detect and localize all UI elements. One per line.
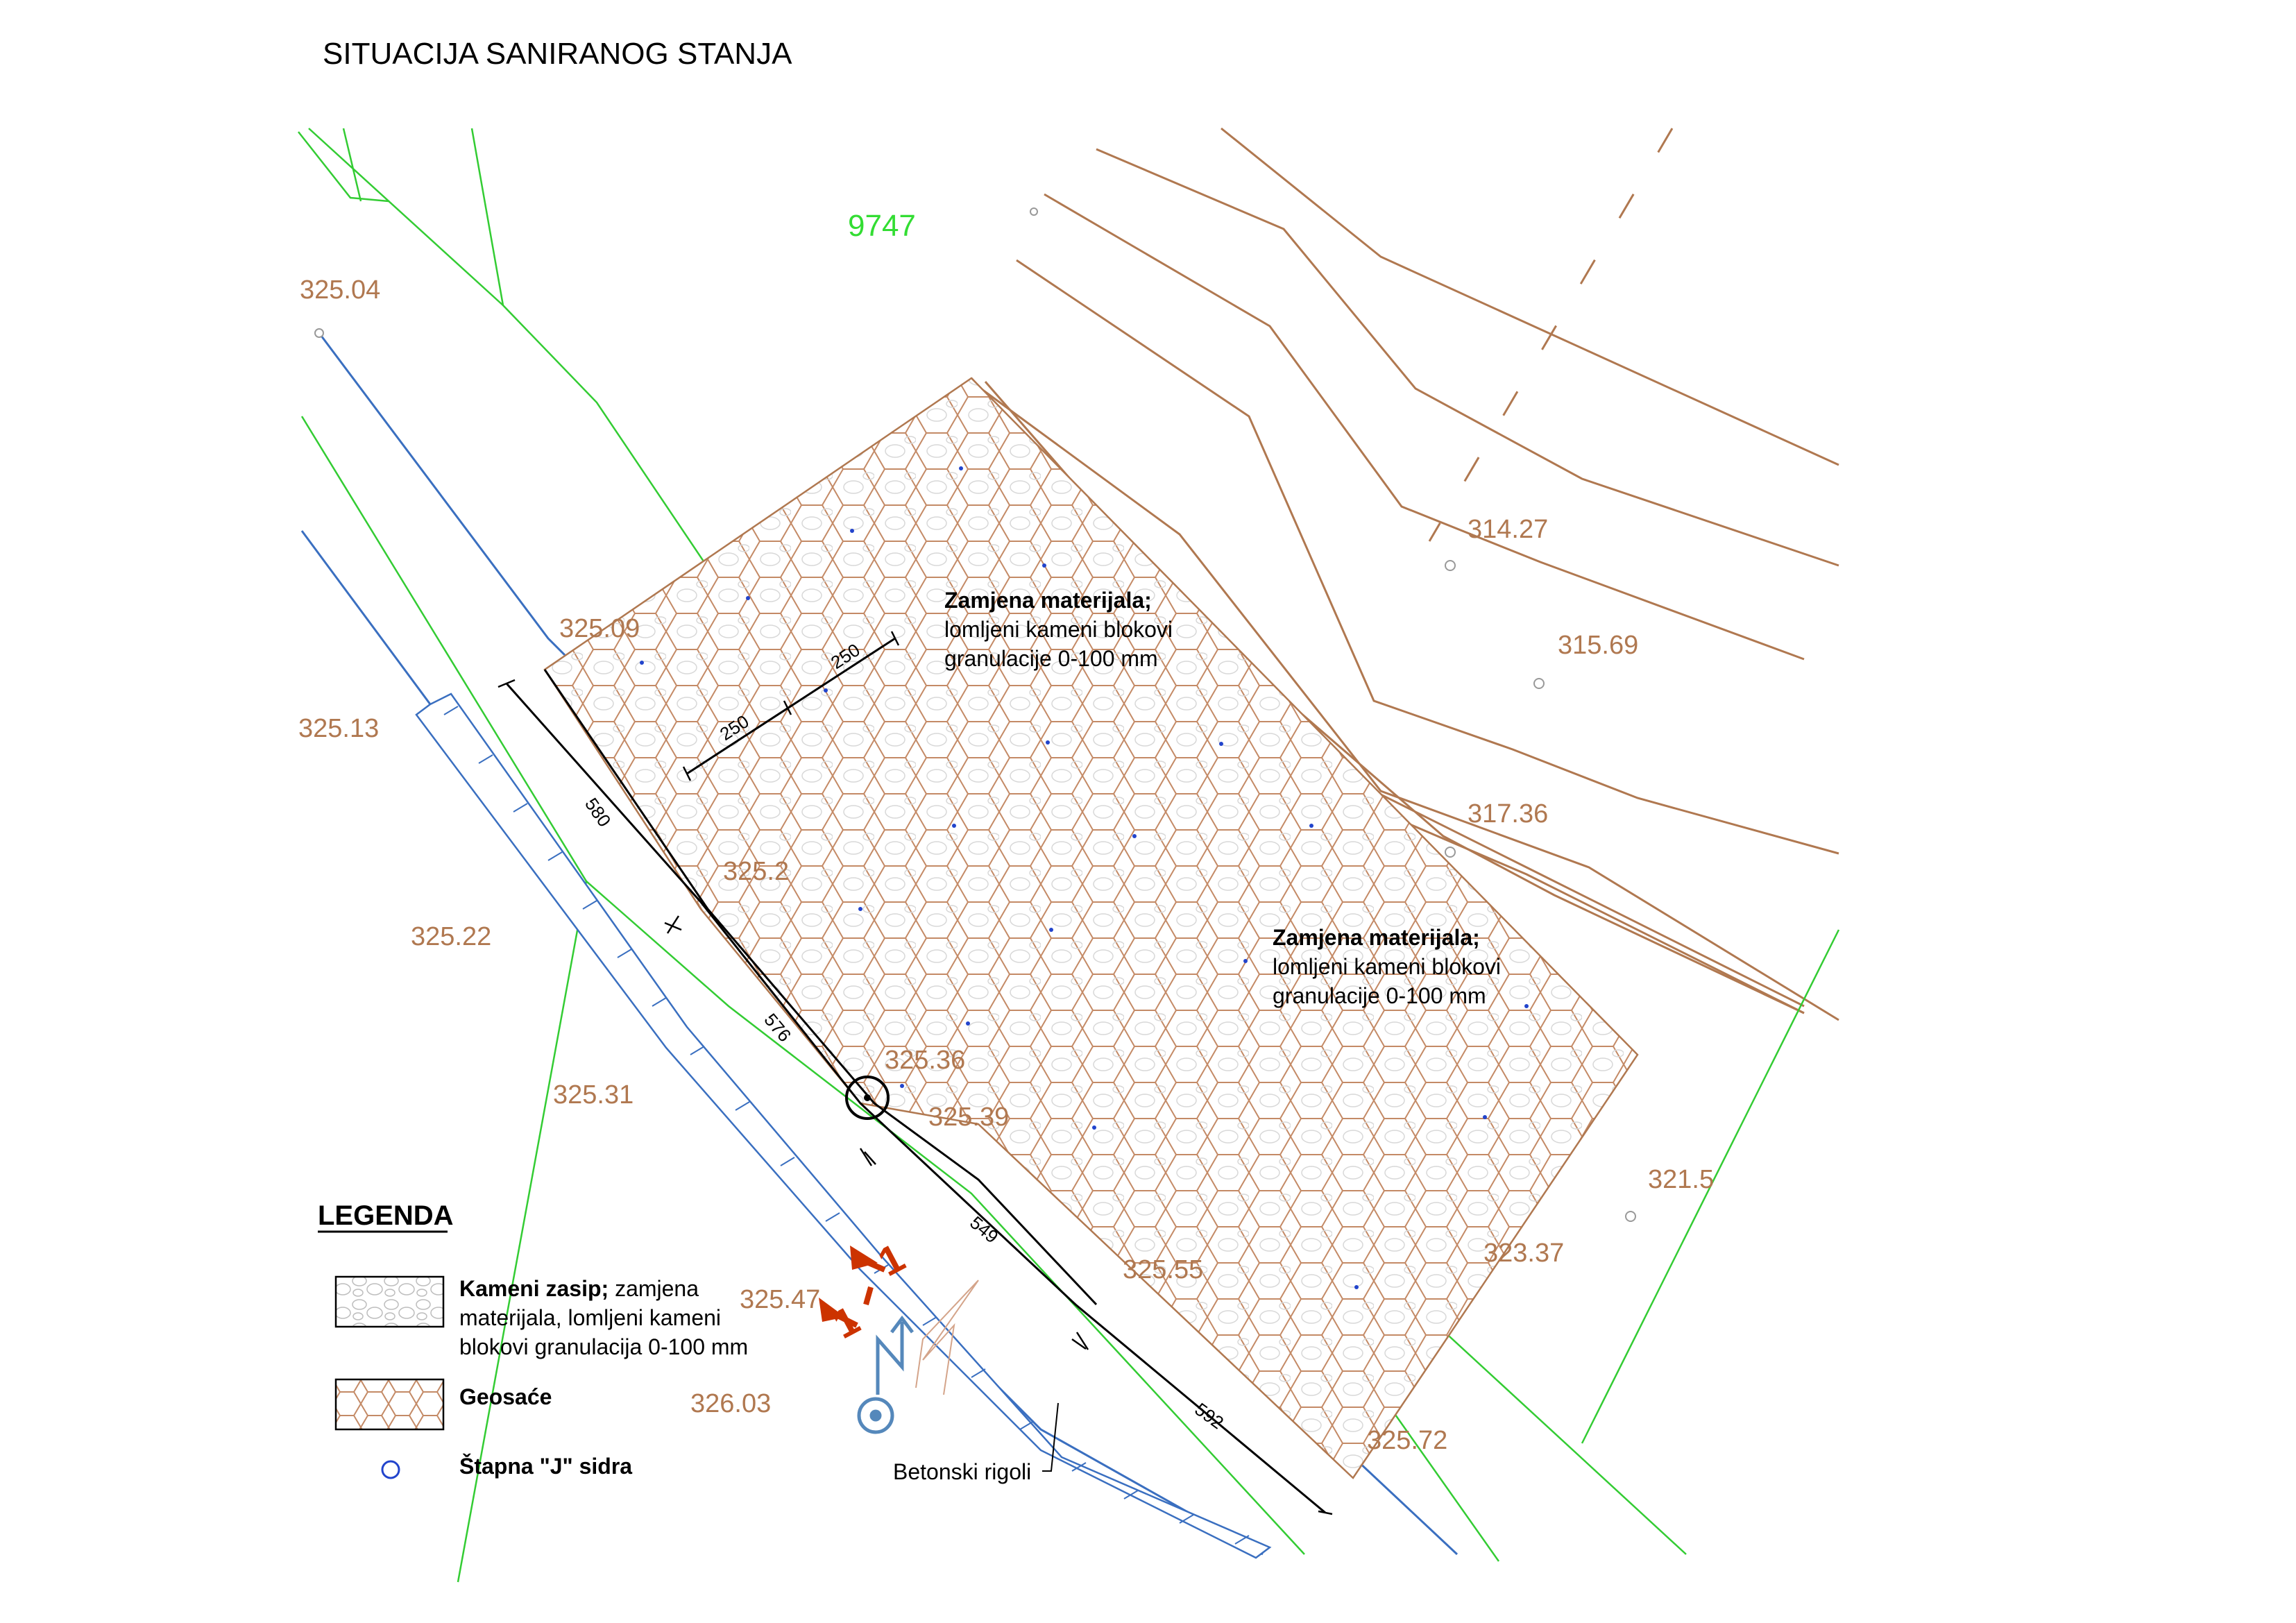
anchor-legend-icon (381, 1460, 400, 1479)
elevation-label: 325.31 (553, 1080, 633, 1110)
survey-points (314, 207, 1636, 1222)
elevation-label: 325.47 (740, 1285, 820, 1314)
legend-stone-swatch (334, 1275, 445, 1328)
legend-item-text: zamjena (609, 1276, 699, 1301)
dashed-line (1428, 128, 1674, 542)
legend-item-title: Geosaće (459, 1384, 552, 1409)
legend-item-text: materijala, lomljeni kameni (459, 1305, 721, 1330)
svg-text:Kameni zasip; zamjena: Kameni zasip; zamjena (459, 1276, 699, 1301)
note-line: lomljeni kameni blokovi (1273, 954, 1501, 979)
rigoli-label: Betonski rigoli (893, 1459, 1031, 1484)
legend: LEGENDA Kameni zasip; zamjena materijala… (318, 1200, 748, 1479)
section-label: 1 (826, 1298, 867, 1348)
rigoli-leader (1042, 1402, 1059, 1472)
north-arrow-icon (857, 1315, 914, 1434)
contour-line (1044, 193, 1805, 661)
legend-item-text: blokovi granulacija 0-100 mm (459, 1334, 748, 1359)
elevation-label: 325.72 (1367, 1426, 1447, 1455)
contour-line (1016, 259, 1839, 855)
note-title: Zamjena materijala; (944, 588, 1152, 613)
elevation-label: 314.27 (1468, 515, 1548, 544)
elevation-label: 315.69 (1558, 631, 1638, 660)
anchor-target-symbol (845, 1076, 890, 1120)
elevation-label: 325.55 (1123, 1255, 1203, 1284)
note-line: granulacije 0-100 mm (944, 646, 1158, 671)
dimension-lines (505, 637, 1326, 1514)
elevation-label: 325.36 (885, 1046, 965, 1075)
legend-item-title: Kameni zasip; (459, 1276, 609, 1301)
note-line: lomljeni kameni blokovi (944, 617, 1173, 642)
anchor-dots (640, 466, 1529, 1289)
elevation-label: 317.36 (1468, 799, 1548, 829)
material-note-2: Zamjena materijala; lomljeni kameni blok… (1273, 925, 1501, 1008)
dimension-ticks (498, 631, 1333, 1515)
elevation-label: 325.39 (928, 1103, 1009, 1132)
contour-line (1096, 148, 1839, 567)
parcel-number: 9747 (848, 209, 916, 243)
concrete-channel (415, 692, 1272, 1559)
elevation-label: 325.22 (411, 922, 491, 951)
elevation-label: 323.37 (1483, 1239, 1564, 1268)
drawing-title: SITUACIJA SANIRANOG STANJA (323, 37, 792, 71)
elevation-label: 321.5 (1648, 1165, 1714, 1194)
elevation-labels: 325.04 325.09 325.13 325.2 325.22 325.31… (298, 275, 1714, 1455)
dimension-label: 549 (966, 1212, 1003, 1248)
material-note-1: Zamjena materijala; lomljeni kameni blok… (944, 588, 1173, 671)
note-title: Zamjena materijala; (1273, 925, 1480, 950)
legend-heading: LEGENDA (318, 1200, 454, 1231)
elevation-label: 325.04 (300, 275, 380, 305)
contour-line (1221, 127, 1839, 466)
elevation-label: 325.09 (559, 614, 640, 643)
legend-geocell-swatch (334, 1378, 445, 1431)
legend-item-title: Štapna "J" sidra (459, 1454, 632, 1479)
contour-line (971, 380, 1839, 1021)
elevation-label: 326.03 (690, 1389, 771, 1418)
note-line: granulacije 0-100 mm (1273, 983, 1486, 1008)
faint-arrow (915, 1280, 979, 1395)
elevation-label: 325.13 (298, 714, 379, 743)
elevation-label: 325.2 (723, 857, 789, 886)
